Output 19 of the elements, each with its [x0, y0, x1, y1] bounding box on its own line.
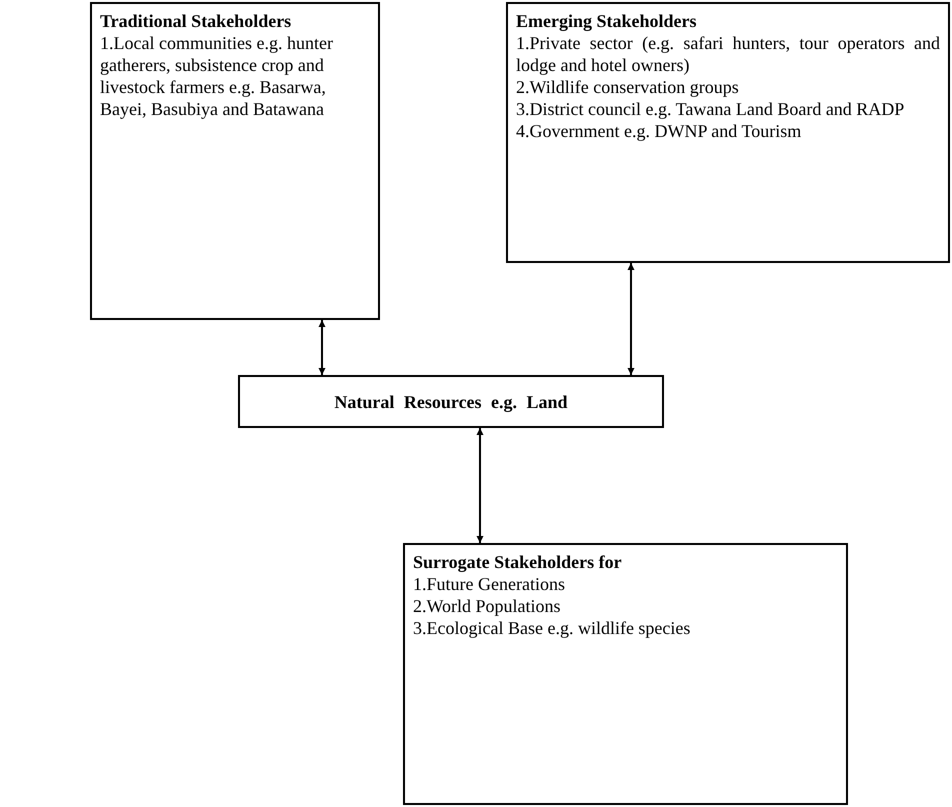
double-arrow: [476, 428, 484, 543]
box-text: 3.District council e.g. Tawana Land Board and RADP: [516, 98, 906, 120]
stakeholder-box: [238, 375, 664, 428]
double-arrow: [318, 320, 326, 375]
box-text: 1.Local communities e.g. hunter gatherers, subsistence crop and livestock farmers e.g. Basarwa, Bayei, Basubiya and Batawana: [100, 32, 334, 120]
box-text: 2.World Populations: [413, 595, 562, 617]
box-heading: Emerging Stakeholders: [516, 10, 698, 32]
stakeholder-box: [506, 2, 950, 263]
stakeholder-box: [90, 2, 380, 320]
box-heading: Natural Resources e.g. Land: [334, 390, 568, 412]
box-text: 1.Future Generations: [413, 573, 566, 595]
double-arrow: [628, 263, 634, 375]
box-heading: Traditional Stakeholders: [100, 10, 292, 32]
box-text: 4.Government e.g. DWNP and Tourism: [516, 120, 802, 142]
stakeholder-box: [403, 543, 848, 805]
box-text: 2.Wildlife conservation groups: [516, 76, 740, 98]
box-heading: Surrogate Stakeholders for: [413, 551, 623, 573]
box-text: 1.Private sector (e.g. safari hunters, tour operators and lodge and hotel owners): [516, 32, 940, 76]
box-text: 3.Ecological Base e.g. wildlife species: [413, 617, 692, 639]
